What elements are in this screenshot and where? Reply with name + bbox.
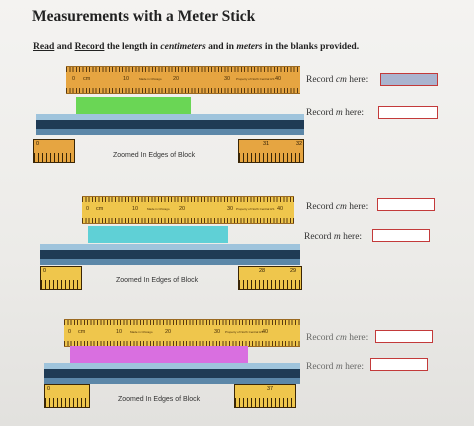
zoom-number: 37 [267,386,274,392]
ruler-number: 10 [132,206,139,212]
rail-bottom [36,129,304,135]
record-m-label: Record m here: [304,232,363,242]
zoom-number: 0 [36,141,40,147]
ruler-brand: Property of North Central HS [225,330,264,334]
rail-dark [36,120,304,129]
zoom-left-edge: 0 [44,384,90,408]
instr-text-2: and in [205,41,237,52]
rail-dark [40,250,300,259]
zoom-right-edge: 28 29 [238,266,302,290]
record-m-label: Record m here: [306,362,365,372]
ruler-brand: Made in Chicago [147,207,170,211]
ruler-brand: Property of North Central HS [236,207,275,211]
ruler-number: 30 [224,76,231,82]
page-title: Measurements with a Meter Stick [32,8,256,25]
record-m-input[interactable] [372,229,430,242]
rail-top [44,363,300,369]
zoom-number: 0 [47,386,51,392]
record-cm-label: Record cm here: [306,202,369,212]
measured-block [88,226,228,243]
zoom-label: Zoomed In Edges of Block [113,152,196,159]
meter-stick: 0 cm 10 Made in Chicago 20 30 Property o… [64,319,300,347]
record-m-label: Record m here: [306,108,365,118]
record-m-input[interactable] [378,106,438,119]
zoom-left-edge: 0 [40,266,82,290]
rail-top [40,244,300,250]
zoom-left-edge: 0 [33,139,75,163]
ruler-number: 20 [173,76,180,82]
zoom-number: 28 [259,268,266,274]
ruler-number: 0 [72,76,76,82]
zoom-number: 31 [263,141,270,147]
ruler-number: 10 [123,76,130,82]
instr-record: Record [74,41,105,52]
instructions: Read and Record the length in centimeter… [33,41,359,52]
ruler-number: 40 [275,76,282,82]
zoom-number: 0 [43,268,47,274]
ruler-number: 40 [262,329,269,335]
ruler-number: 0 [68,329,72,335]
record-cm-input[interactable] [377,198,435,211]
record-cm-label: Record cm here: [306,75,369,85]
record-cm-input[interactable] [380,73,438,86]
rail-bottom [44,378,300,384]
ruler-brand: Made in Chicago [130,330,153,334]
measured-block [76,97,191,114]
ruler-unit: cm [96,206,104,212]
measured-block [70,346,248,363]
zoom-label: Zoomed In Edges of Block [116,277,199,284]
ruler-number: 20 [179,206,186,212]
zoom-right-edge: 31 32 [238,139,304,163]
rail-dark [44,369,300,378]
ruler-brand: Property of North Central HS [236,77,275,81]
ruler-brand: Made in Chicago [139,77,162,81]
ruler-number: 40 [277,206,284,212]
instr-cm: centimeters [160,41,206,52]
record-cm-label: Record cm here: [306,333,369,343]
ruler-number: 30 [214,329,221,335]
zoom-right-edge: 37 [234,384,296,408]
zoom-number: 29 [290,268,297,274]
instr-text-3: in the blanks provided. [262,41,360,52]
rail-bottom [40,259,300,265]
zoom-number: 32 [296,141,303,147]
zoom-label: Zoomed In Edges of Block [118,396,201,403]
instr-m: meters [236,41,263,52]
ruler-unit: cm [78,329,86,335]
meter-stick: 0 cm 10 Made in Chicago 20 30 Property o… [66,66,300,94]
record-m-input[interactable] [370,358,428,371]
rail-top [36,114,304,120]
ruler-number: 0 [86,206,90,212]
instr-read: Read [33,41,55,52]
ruler-number: 10 [116,329,123,335]
meter-stick: 0 cm 10 Made in Chicago 20 30 Property o… [82,196,294,224]
instr-and: and [54,41,75,52]
ruler-number: 20 [165,329,172,335]
record-cm-input[interactable] [375,330,433,343]
ruler-number: 30 [227,206,234,212]
instr-text: the length in [104,41,161,52]
ruler-unit: cm [83,76,91,82]
